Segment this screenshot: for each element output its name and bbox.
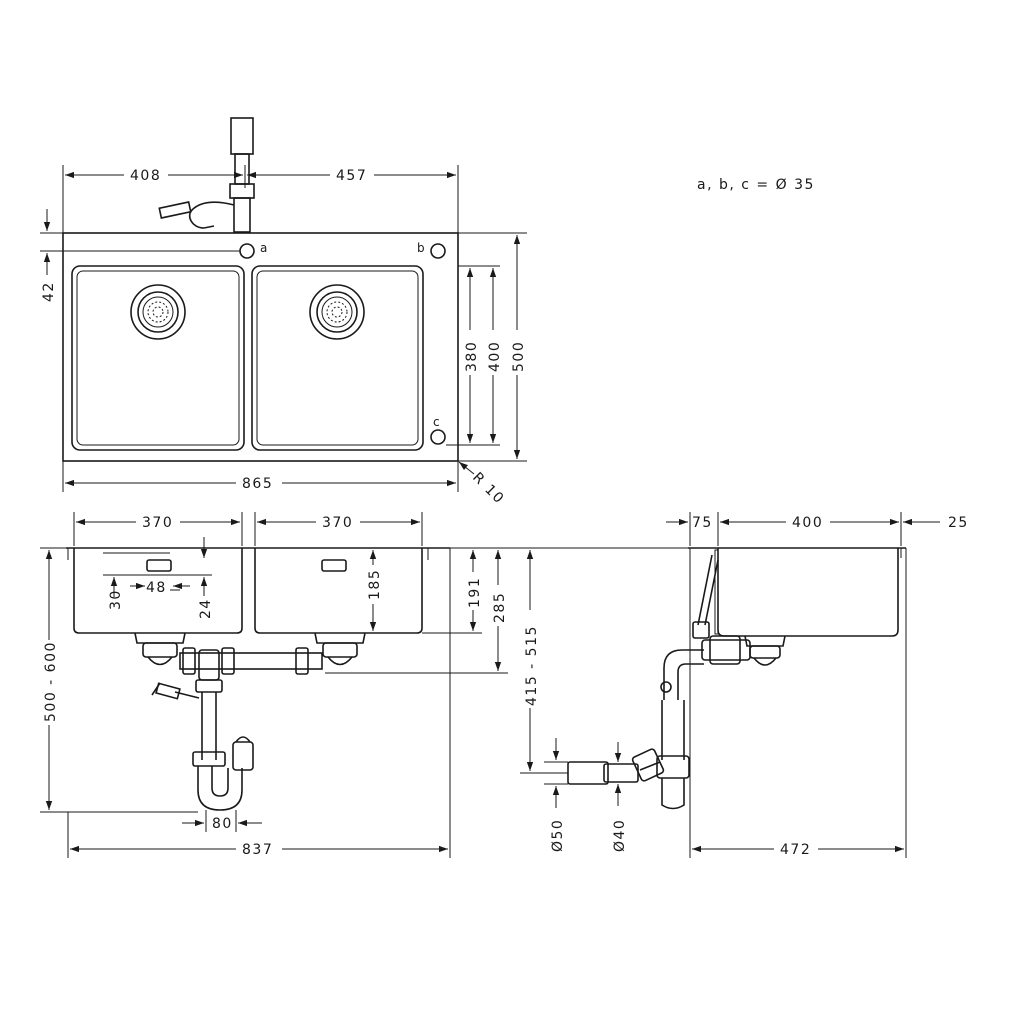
dim-400-side: 400 [792, 515, 823, 531]
dim-472: 472 [780, 842, 811, 858]
dim-42: 42 [41, 281, 57, 302]
dim-d40: Ø40 [612, 819, 628, 852]
side-view: 75 400 25 415 - 515 Ø50 Ø40 472 [520, 512, 969, 858]
front-left-bowl [73, 548, 243, 634]
dim-80: 80 [212, 816, 233, 832]
dim-185: 185 [367, 569, 383, 600]
dim-408: 408 [130, 168, 161, 184]
dim-865: 865 [242, 476, 273, 492]
dim-191: 191 [467, 577, 483, 608]
dim-415-515: 415 - 515 [524, 625, 540, 706]
left-drain-icon [130, 284, 186, 340]
left-bowl [71, 265, 245, 451]
sink-outline [62, 232, 459, 462]
hole-b-label: b [417, 241, 425, 255]
hole-c-label: c [433, 415, 440, 429]
dim-30: 30 [108, 589, 124, 610]
right-drain-icon [309, 284, 365, 340]
dim-75: 75 [692, 515, 713, 531]
dim-370-right: 370 [322, 515, 353, 531]
tap-connection-icon [158, 117, 255, 233]
waste-trap-assembly-icon [134, 632, 366, 811]
dim-24: 24 [198, 598, 214, 619]
dim-370-left: 370 [142, 515, 173, 531]
dim-25: 25 [948, 515, 969, 531]
front-view: 30 48 24 185 191 285 [40, 512, 540, 858]
dim-r10: R 10 [469, 470, 507, 508]
dim-400: 400 [487, 341, 503, 372]
hole-a-label: a [260, 241, 267, 255]
right-overflow-slot [321, 559, 347, 572]
dim-457: 457 [336, 168, 367, 184]
right-bowl [251, 265, 424, 451]
hole-diameter-note: a, b, c = Ø 35 [697, 177, 815, 193]
left-overflow-slot [146, 559, 172, 572]
dim-285: 285 [492, 592, 508, 623]
top-view: a b c 408 457 42 380 400 500 [40, 117, 527, 508]
dim-500-600: 500 - 600 [43, 641, 59, 722]
side-bowl [717, 548, 899, 637]
front-right-bowl [254, 548, 423, 634]
dim-500: 500 [511, 341, 527, 372]
dim-380: 380 [464, 341, 480, 372]
dim-837: 837 [242, 842, 273, 858]
hole-b [430, 243, 446, 259]
side-waste-assembly-icon [567, 554, 786, 810]
hole-a [239, 243, 255, 259]
dim-48: 48 [146, 580, 167, 596]
hole-c [430, 429, 446, 445]
dim-d50: Ø50 [550, 819, 566, 852]
